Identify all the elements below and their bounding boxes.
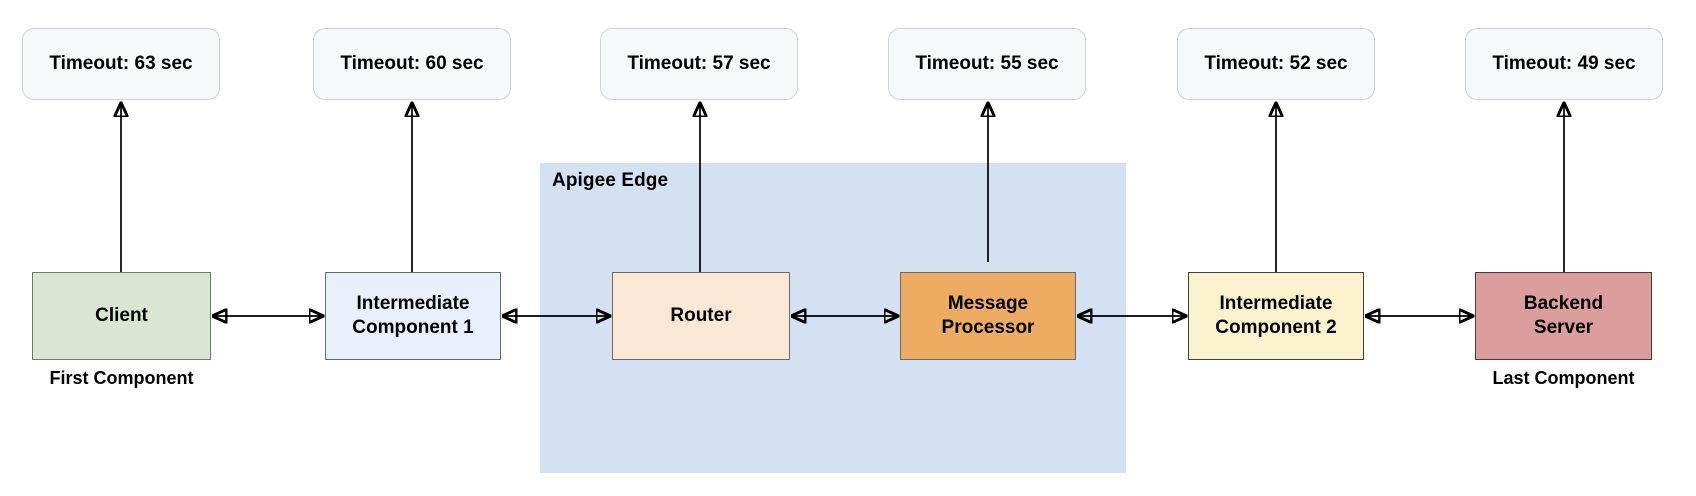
node-intermediate-2-line1: Intermediate bbox=[1219, 292, 1333, 314]
timeout-pill-intermediate-2: Timeout: 52 sec bbox=[1177, 28, 1375, 100]
timeout-pill-intermediate-1: Timeout: 60 sec bbox=[313, 28, 511, 100]
node-router-line1: Router bbox=[670, 304, 732, 326]
node-message-processor[interactable]: Message Processor bbox=[900, 272, 1076, 360]
timeout-pill-message-processor: Timeout: 55 sec bbox=[888, 28, 1086, 100]
node-message-processor-line2: Processor bbox=[941, 317, 1035, 338]
node-backend-server-line2: Server bbox=[1533, 317, 1594, 338]
node-router[interactable]: Router bbox=[612, 272, 790, 360]
node-client[interactable]: Client bbox=[32, 272, 211, 360]
node-intermediate-2-line2: Component 2 bbox=[1215, 317, 1337, 338]
node-intermediate-1[interactable]: Intermediate Component 1 bbox=[325, 272, 501, 360]
node-intermediate-1-line2: Component 1 bbox=[352, 317, 474, 338]
apigee-edge-zone-label: Apigee Edge bbox=[552, 170, 669, 191]
timeout-pill-client: Timeout: 63 sec bbox=[22, 28, 220, 100]
caption-last-component: Last Component bbox=[1492, 368, 1635, 388]
timeout-pill-router: Timeout: 57 sec bbox=[600, 28, 798, 100]
node-message-processor-line1: Message bbox=[947, 292, 1029, 314]
node-backend-server-line1: Backend bbox=[1523, 292, 1604, 314]
node-backend-server[interactable]: Backend Server bbox=[1475, 272, 1652, 360]
timeout-pill-backend-server: Timeout: 49 sec bbox=[1465, 28, 1663, 100]
node-intermediate-2[interactable]: Intermediate Component 2 bbox=[1188, 272, 1364, 360]
node-intermediate-1-line1: Intermediate bbox=[356, 292, 470, 314]
caption-first-component: First Component bbox=[49, 368, 194, 388]
node-client-line1: Client bbox=[95, 304, 148, 326]
